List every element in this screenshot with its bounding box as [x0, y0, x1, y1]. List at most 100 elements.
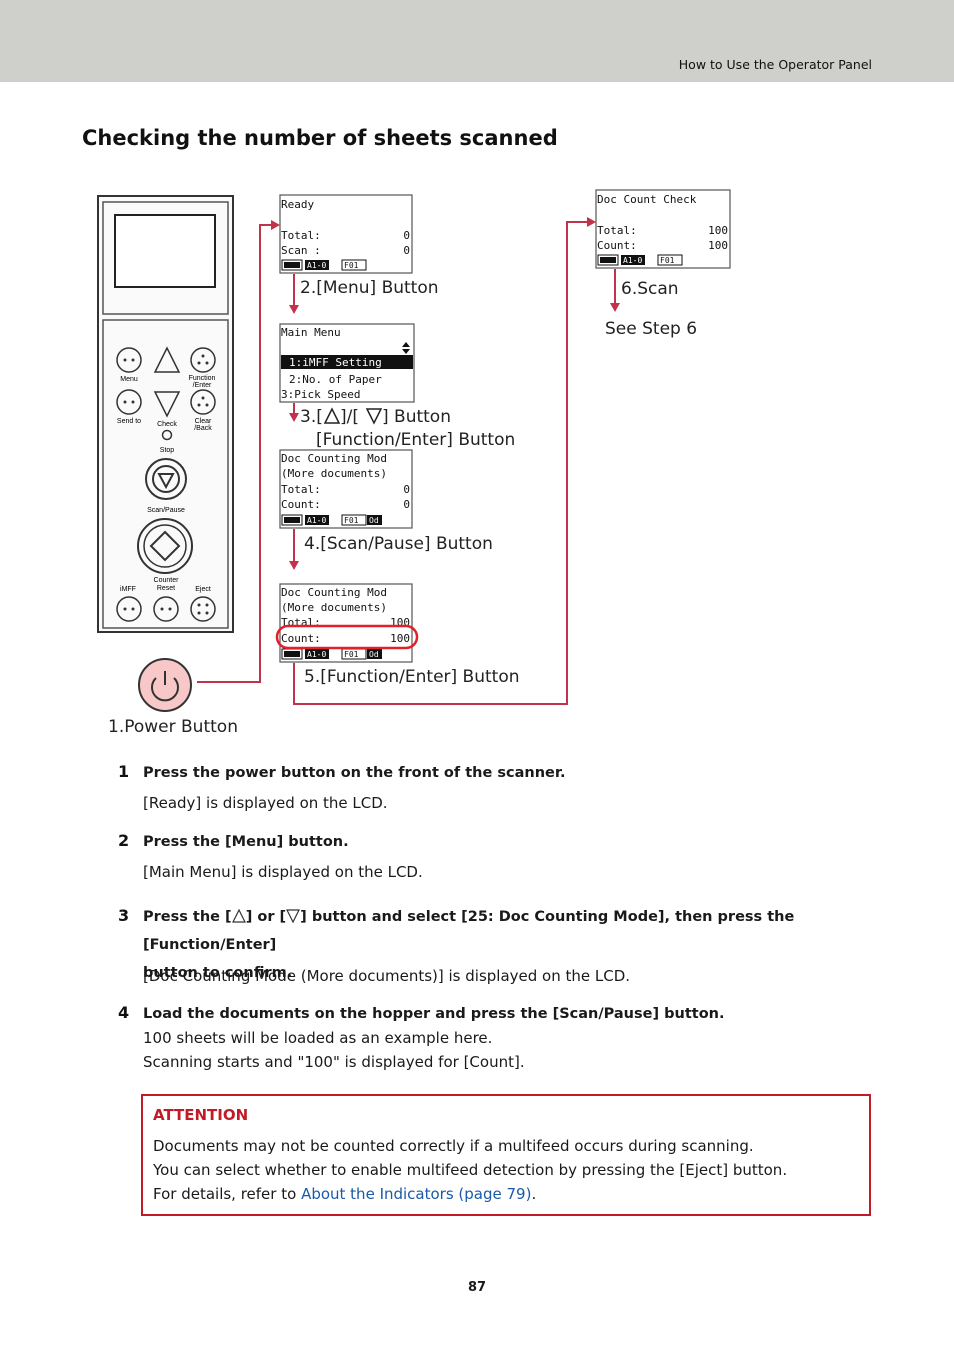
callout-scan-pause: 4.[Scan/Pause] Button: [304, 534, 493, 554]
menu-label: Menu: [120, 376, 138, 383]
svg-text:F01: F01: [344, 650, 359, 659]
svg-text:Ready: Ready: [281, 198, 314, 211]
up-triangle-icon: [231, 909, 246, 923]
svg-text:Scan :: Scan :: [281, 244, 321, 257]
svg-text:Send to: Send to: [117, 418, 141, 425]
step-body-line: 100 sheets will be loaded as an example …: [143, 1029, 493, 1047]
counter-reset-button: [153, 596, 179, 622]
lcd-ready: Ready Total: 0 Scan : 0 A1-0 F01: [279, 194, 413, 274]
attention-box: ATTENTION Documents may not be counted c…: [141, 1094, 871, 1216]
callout-scan: 6.Scan: [621, 279, 679, 299]
svg-text:F01: F01: [344, 516, 359, 525]
step-body: [Doc Counting Mode (More documents)] is …: [143, 967, 631, 985]
step-2: 2 Press the [Menu] button. [Main Menu] i…: [118, 831, 878, 891]
step-heading: Load the documents on the hopper and pre…: [143, 1006, 725, 1022]
send-to-button: Send to: [116, 389, 142, 425]
lcd-doc-count-check: Doc Count Check Total: 100 Count: 100 A1…: [595, 189, 731, 269]
down-triangle-icon: [365, 408, 383, 425]
svg-text:3:Pick Speed: 3:Pick Speed: [281, 388, 360, 401]
svg-text:2:No. of Paper: 2:No. of Paper: [289, 373, 382, 386]
step-heading: Press the [Menu] button.: [143, 834, 349, 850]
menu-button: Menu: [116, 347, 142, 383]
svg-text:A1-0: A1-0: [307, 261, 326, 270]
step-body-line: Scanning starts and "100" is displayed f…: [143, 1053, 525, 1071]
svg-text:0: 0: [403, 244, 410, 257]
svg-text:A1-0: A1-0: [623, 256, 642, 265]
function-enter-button: Function /Enter: [189, 347, 216, 389]
eject-button: [190, 596, 216, 622]
page-title: Checking the number of sheets scanned: [82, 126, 558, 150]
svg-text:Check: Check: [157, 421, 177, 428]
running-header: How to Use the Operator Panel: [678, 57, 872, 72]
clear-back-button: Clear /Back: [190, 389, 216, 432]
lcd-doc-counting-result: Doc Counting Mod (More documents) Total:…: [279, 583, 413, 663]
svg-text:Stop: Stop: [160, 447, 175, 454]
svg-text:Count:: Count:: [281, 498, 321, 511]
operator-panel-figure: Menu Function /Enter Send to Check Stop …: [97, 189, 731, 737]
callout-menu: 2.[Menu] Button: [300, 278, 439, 298]
svg-text:Doc Counting Mod: Doc Counting Mod: [281, 452, 387, 465]
stop-button: [145, 458, 187, 500]
page-number: 87: [467, 1280, 487, 1295]
svg-text:Total:: Total:: [597, 224, 637, 237]
svg-text:iMFF: iMFF: [120, 586, 136, 593]
scan-pause-button: [137, 518, 193, 574]
callout-arrows: 3.[ ]/[ ] Button: [300, 407, 451, 427]
svg-text:F01: F01: [344, 261, 359, 270]
lcd-doc-counting-initial: Doc Counting Mod (More documents) Total:…: [279, 449, 413, 529]
svg-text:Total:: Total:: [281, 229, 321, 242]
svg-text:Reset: Reset: [157, 585, 175, 592]
svg-text:0: 0: [403, 229, 410, 242]
down-triangle-icon: [286, 909, 301, 923]
attention-line: For details, refer to About the Indicato…: [153, 1185, 537, 1203]
check-indicator: [161, 429, 173, 441]
svg-text:Scan/Pause: Scan/Pause: [147, 507, 185, 514]
callout-function-enter: [Function/Enter] Button: [316, 430, 515, 450]
callout-power: 1.Power Button: [108, 717, 238, 737]
svg-text:Count:: Count:: [281, 632, 321, 645]
svg-text:/Back: /Back: [194, 425, 212, 432]
step-4: 4 Load the documents on the hopper and p…: [118, 1003, 878, 1078]
svg-text:F01: F01: [660, 256, 675, 265]
svg-text:Total:: Total:: [281, 483, 321, 496]
svg-text:3.[: 3.[: [300, 407, 323, 427]
up-triangle-icon: [323, 407, 341, 424]
flow-arrows: [197, 217, 620, 705]
svg-text:] Button: ] Button: [382, 407, 451, 427]
svg-text:A1-0: A1-0: [307, 516, 326, 525]
svg-text:Main Menu: Main Menu: [281, 326, 341, 339]
step-heading: Press the power button on the front of t…: [143, 765, 566, 781]
indicators-link[interactable]: About the Indicators (page 79): [301, 1185, 532, 1203]
function-enter-label: Function: [189, 375, 216, 382]
svg-text:100: 100: [708, 239, 728, 252]
step-number: 3: [118, 906, 130, 925]
lcd-screen: [114, 214, 216, 288]
step-number: 2: [118, 831, 130, 850]
step-number: 4: [118, 1003, 130, 1022]
svg-text:A1-0: A1-0: [307, 650, 326, 659]
svg-text:Count:: Count:: [597, 239, 637, 252]
down-arrow-icon: [153, 391, 181, 418]
svg-text:0: 0: [403, 483, 410, 496]
svg-text:/Enter: /Enter: [193, 382, 212, 389]
step-body: [Ready] is displayed on the LCD.: [143, 794, 388, 812]
svg-text:Clear: Clear: [195, 418, 212, 425]
lcd-main-menu: Main Menu 1:iMFF Setting 2:No. of Paper …: [279, 323, 415, 403]
svg-text:100: 100: [390, 632, 410, 645]
operator-panel: Menu Function /Enter Send to Check Stop …: [97, 195, 234, 633]
svg-text:0: 0: [403, 498, 410, 511]
step-3: 3 Press the [] or [] button and select […: [118, 906, 878, 996]
svg-text:Doc Counting Mod: Doc Counting Mod: [281, 586, 387, 599]
svg-text:(More documents): (More documents): [281, 467, 387, 480]
svg-text:Od: Od: [369, 516, 379, 525]
step-1: 1 Press the power button on the front of…: [118, 762, 878, 822]
attention-title: ATTENTION: [153, 1106, 249, 1124]
svg-text:Eject: Eject: [195, 586, 211, 593]
imff-button: [116, 596, 142, 622]
callout-see-step: See Step 6: [605, 319, 697, 339]
svg-text:100: 100: [708, 224, 728, 237]
svg-text:Doc Count Check: Doc Count Check: [597, 193, 697, 206]
svg-text:1:iMFF Setting: 1:iMFF Setting: [289, 356, 382, 369]
step-number: 1: [118, 762, 130, 781]
attention-line: Documents may not be counted correctly i…: [153, 1137, 754, 1155]
